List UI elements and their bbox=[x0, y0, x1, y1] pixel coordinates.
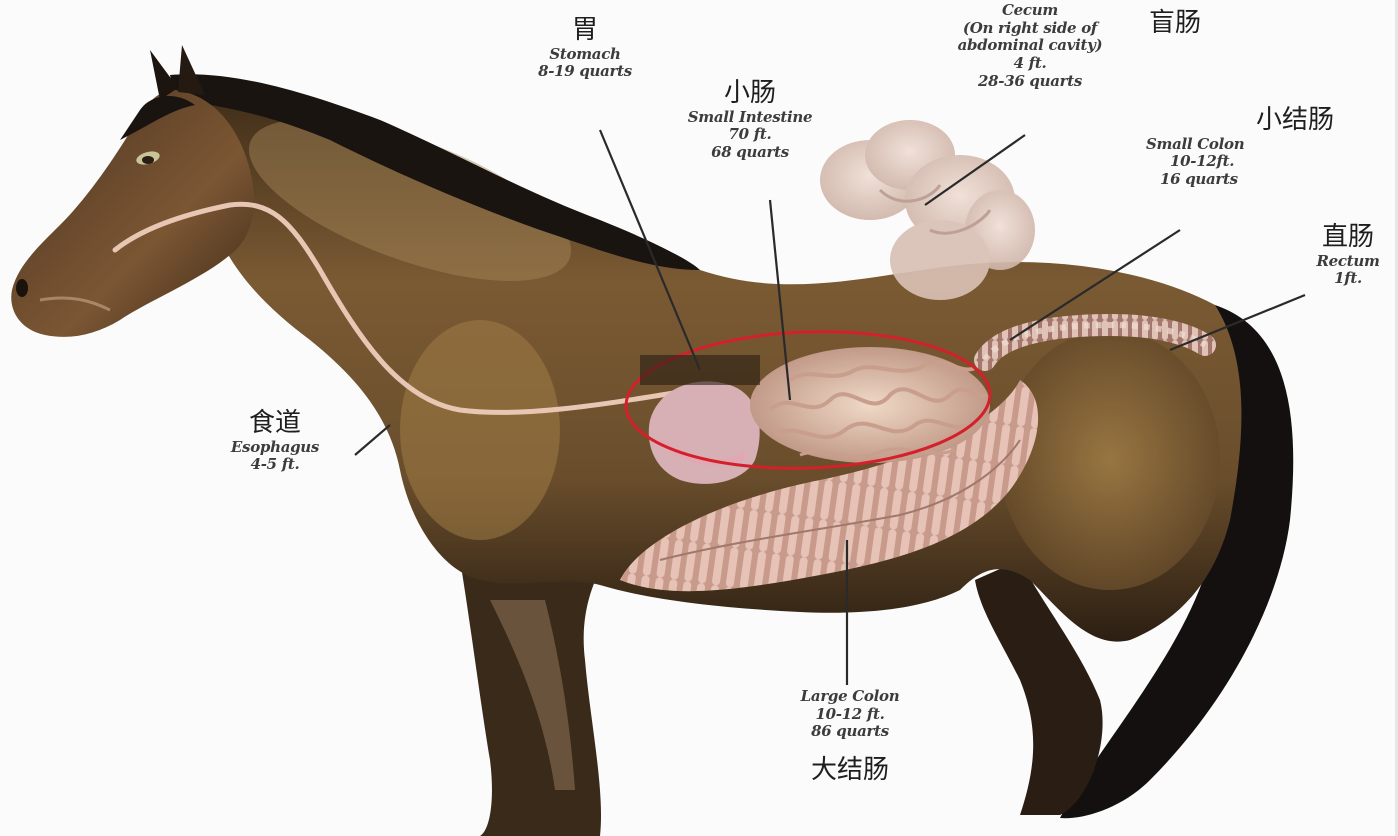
label-cecum-zh-box: 盲肠 bbox=[1135, 8, 1215, 39]
nostril bbox=[16, 279, 28, 297]
label-cecum-size: 28-36 quarts bbox=[978, 71, 1082, 90]
leader-small-intestine bbox=[768, 199, 792, 401]
highlight-ellipse bbox=[624, 330, 992, 470]
ear bbox=[178, 45, 205, 95]
label-stomach-name: Stomach bbox=[549, 44, 621, 63]
leader-esophagus bbox=[354, 424, 391, 456]
leader-lines bbox=[354, 129, 1306, 685]
mane bbox=[170, 74, 700, 270]
label-large-colon-length: 10-12 ft. bbox=[815, 704, 885, 723]
large-colon bbox=[620, 380, 1039, 592]
label-esophagus: 食道 Esophagus 4-5 ft. bbox=[210, 408, 340, 474]
label-rectum-length: 1ft. bbox=[1334, 269, 1362, 288]
label-rectum-name: Rectum bbox=[1316, 251, 1380, 270]
esophagus bbox=[112, 201, 683, 415]
label-rectum-zh: 直肠 bbox=[1321, 222, 1374, 252]
label-stomach: 胃 Stomach 8-19 quarts bbox=[520, 15, 650, 81]
label-large-colon: Large Colon 10-12 ft. 86 quarts 大结肠 bbox=[770, 687, 930, 786]
label-large-colon-name: Large Colon bbox=[800, 687, 900, 705]
hind-leg bbox=[975, 560, 1103, 815]
small-intestine bbox=[750, 347, 990, 463]
leader-stomach bbox=[598, 129, 702, 371]
head bbox=[11, 90, 254, 337]
label-esophagus-name: Esophagus bbox=[230, 437, 320, 456]
label-cecum-note-2: abdominal cavity) bbox=[957, 36, 1103, 55]
label-small-colon: 小结肠 Small Colon 10-12ft. 16 quarts bbox=[1140, 105, 1340, 189]
label-esophagus-zh: 食道 bbox=[248, 408, 301, 438]
label-small-intestine: 小肠 Small Intestine 70 ft. 68 quarts bbox=[660, 78, 840, 162]
label-rectum: 直肠 Rectum 1ft. bbox=[1300, 222, 1396, 288]
label-cecum-length: 4 ft. bbox=[1013, 54, 1047, 73]
label-small-colon-name: Small Colon bbox=[1146, 134, 1245, 153]
label-cecum-zh: 盲肠 bbox=[1148, 8, 1201, 38]
label-small-intestine-zh: 小肠 bbox=[723, 78, 776, 108]
label-cecum-note-1: (On right side of bbox=[962, 18, 1098, 37]
label-large-colon-size: 86 quarts bbox=[811, 722, 889, 741]
label-stomach-zh: 胃 bbox=[571, 15, 598, 45]
label-cecum-name: Cecum bbox=[1002, 1, 1058, 19]
image-edge bbox=[1395, 0, 1398, 836]
label-esophagus-length: 4-5 ft. bbox=[250, 455, 300, 474]
label-small-intestine-length: 70 ft. bbox=[728, 125, 772, 144]
leader-small-colon bbox=[1009, 229, 1181, 341]
cecum bbox=[820, 120, 1035, 300]
label-cecum: Cecum (On right side of abdominal cavity… bbox=[930, 1, 1130, 90]
label-small-colon-length: 10-12ft. bbox=[1170, 152, 1235, 171]
label-small-intestine-size: 68 quarts bbox=[711, 143, 789, 162]
ear bbox=[150, 50, 178, 100]
label-stomach-size: 8-19 quarts bbox=[538, 62, 632, 81]
stomach bbox=[648, 381, 760, 484]
label-small-intestine-name: Small Intestine bbox=[687, 107, 813, 126]
label-large-colon-zh: 大结肠 bbox=[810, 755, 889, 786]
label-small-colon-size: 16 quarts bbox=[1160, 170, 1238, 189]
leader-rectum bbox=[1169, 293, 1306, 352]
label-small-colon-zh: 小结肠 bbox=[1255, 105, 1334, 135]
leader-cecum bbox=[924, 134, 1026, 206]
